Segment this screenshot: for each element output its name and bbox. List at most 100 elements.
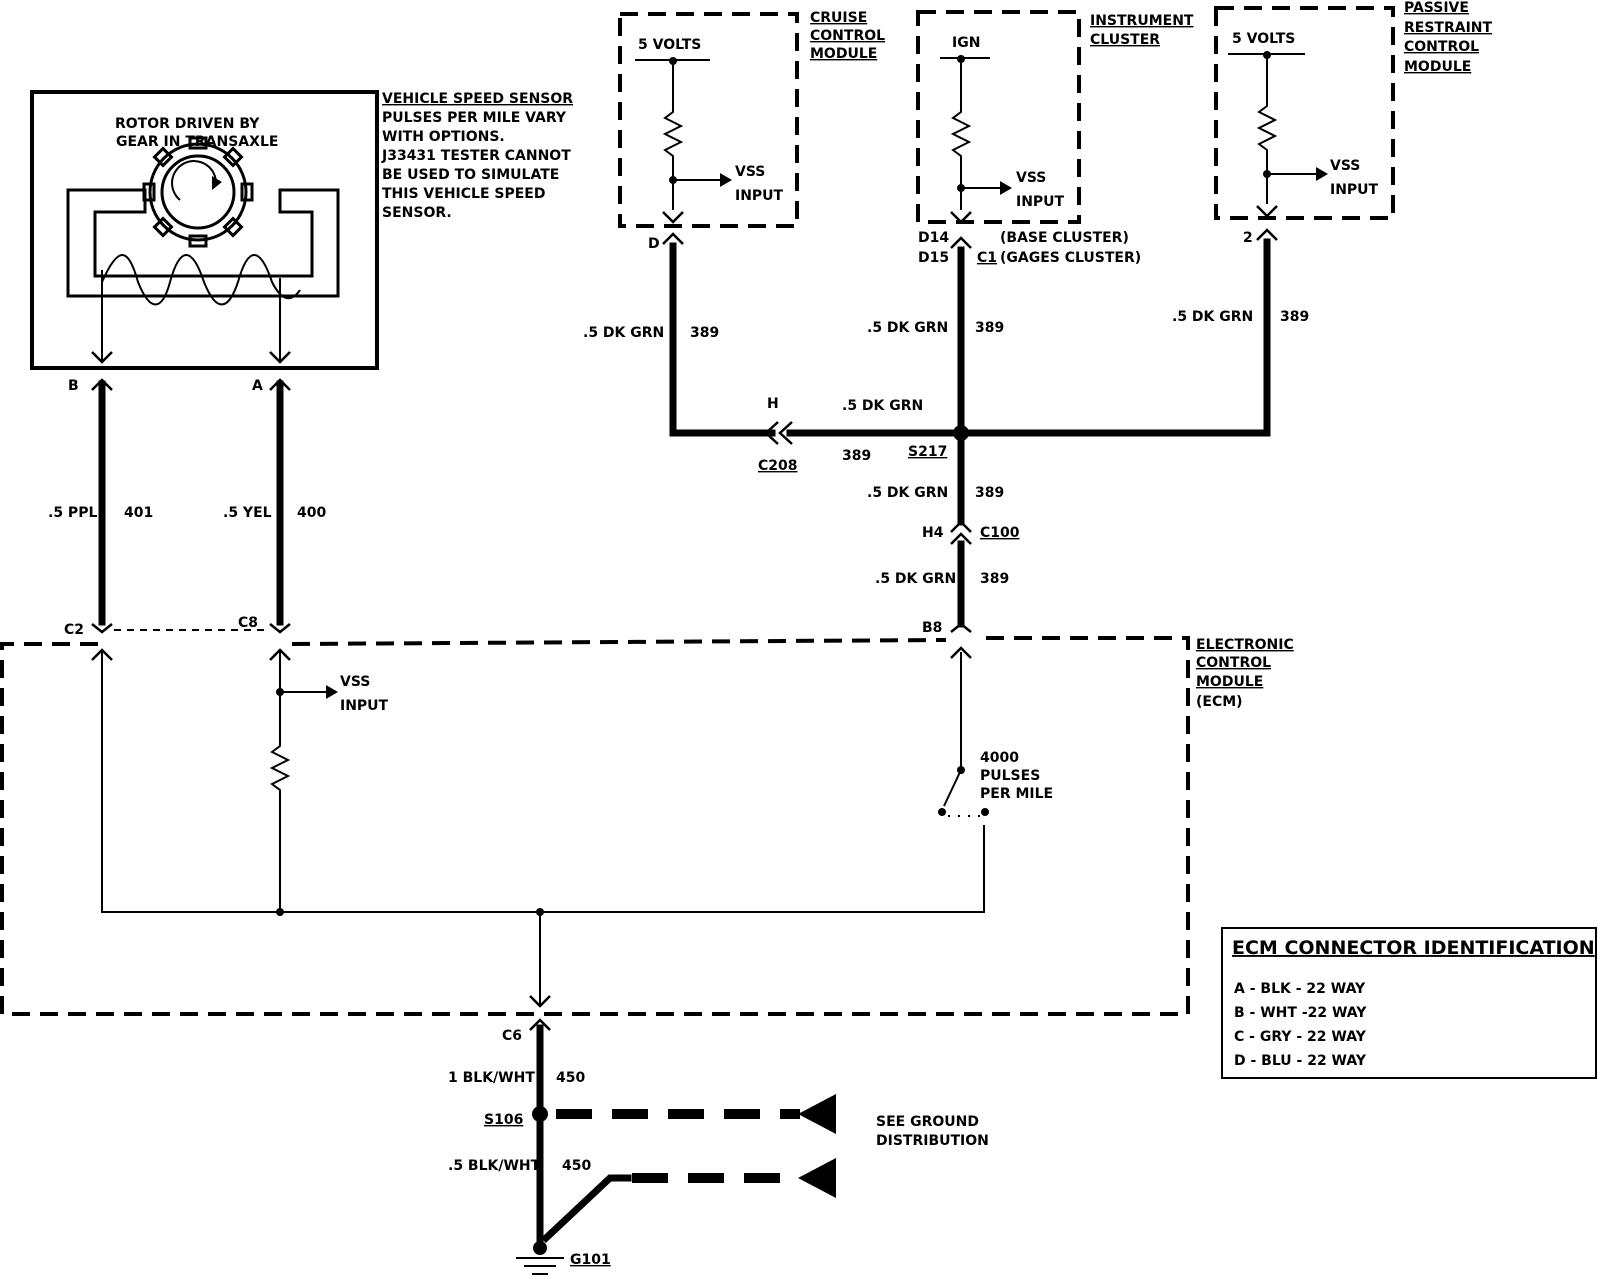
cluster-pin-d15: D15 <box>918 250 949 266</box>
passive-wire-circuit: 389 <box>1280 309 1309 325</box>
cruise-module-title-line-2: CONTROL <box>810 28 885 44</box>
sensor-housing <box>30 90 379 370</box>
c8-plug <box>269 623 291 634</box>
sensor-pin-b-arrow <box>91 351 113 364</box>
cruise-module-title-line-3: MODULE <box>810 46 877 62</box>
cluster-pullup-resistor <box>950 59 972 210</box>
g101-node <box>533 1241 547 1255</box>
cluster-wire-color: .5 DK GRN <box>867 320 948 336</box>
ecm-ground-bus <box>101 652 985 913</box>
sensor-note-line-6: THIS VEHICLE SPEED <box>382 186 545 202</box>
passive-restraint-module: PASSIVE RESTRAINT CONTROL MODULE 5 VOLTS… <box>1214 0 1493 246</box>
passive-title-line-2: RESTRAINT <box>1404 20 1493 36</box>
passive-pullup-resistor <box>1256 55 1278 204</box>
ppl-wire-color: .5 PPL <box>48 505 97 521</box>
passive-pin-socket <box>1256 228 1278 241</box>
c208-label: C208 <box>758 458 798 474</box>
cluster-pin-socket <box>950 236 972 249</box>
s217-down-circuit: 389 <box>975 485 1004 501</box>
c100-label: C100 <box>980 525 1020 541</box>
switch-contact-left <box>938 808 946 816</box>
s217-label: S217 <box>908 444 947 460</box>
h-branch-color: .5 DK GRN <box>842 398 923 414</box>
ecm-vss-arrow <box>326 685 338 699</box>
c2-pin-label: C2 <box>64 622 84 638</box>
cluster-pin-arrow <box>950 211 972 224</box>
sensor-note-line-5: BE USED TO SIMULATE <box>382 167 559 183</box>
ecm-switch-label-3: PER MILE <box>980 786 1053 802</box>
sensor-pin-b-label: B <box>68 378 79 394</box>
ground-note-line-2: DISTRIBUTION <box>876 1133 989 1149</box>
ecm-vss-label-2: INPUT <box>340 698 389 714</box>
ground-wire-1-circuit: 450 <box>556 1070 585 1086</box>
sensor-pin-a-socket <box>269 378 291 391</box>
ground-wire-1-color: 1 BLK/WHT <box>448 1070 535 1086</box>
cluster-pin-d14: D14 <box>918 230 949 246</box>
ecm-load-resistor <box>269 652 291 912</box>
passive-title-line-1: PASSIVE <box>1404 0 1469 16</box>
circuit-389-wiring: H C208 S217 .5 DK GRN 389 .5 DK GRN 389 … <box>583 238 1309 636</box>
ground-dist-arrow-1 <box>798 1094 836 1134</box>
passive-module-boundary <box>1214 6 1395 220</box>
ecm-c2-arrow <box>91 648 113 661</box>
c8-pin-label: C8 <box>238 615 258 631</box>
ecm-module: ELECTRONIC CONTROL MODULE (ECM) VSS INPU… <box>0 636 1294 1016</box>
switch-contact-right <box>981 808 989 816</box>
s217-down-color: .5 DK GRN <box>867 485 948 501</box>
sensor-note-line-2: PULSES PER MILE VARY <box>382 110 567 126</box>
sensor-note-line-7: SENSOR. <box>382 205 452 221</box>
cruise-vss-arrow <box>720 173 732 187</box>
s217-splice <box>953 425 969 441</box>
sensor-pin-a-label: A <box>252 378 263 394</box>
c100-upper <box>950 520 972 533</box>
sensor-note: VEHICLE SPEED SENSOR PULSES PER MILE VAR… <box>381 91 573 221</box>
h-branch-circuit: 389 <box>842 448 871 464</box>
sensor-to-ecm-wiring: .5 PPL 401 .5 YEL 400 C2 C8 <box>48 380 326 638</box>
sensor-core <box>66 188 340 298</box>
ground-wire-2-color: .5 BLK/WHT <box>448 1158 541 1174</box>
c100-pin-h4: H4 <box>922 525 944 541</box>
cluster-title-line-2: CLUSTER <box>1090 32 1160 48</box>
c100-down-color: .5 DK GRN <box>875 571 956 587</box>
legend-item-c: C - GRY - 22 WAY <box>1234 1029 1367 1045</box>
c208-connector-left <box>764 421 779 445</box>
cruise-vss-label-1: VSS <box>735 164 765 180</box>
sensor-note-line-3: WITH OPTIONS. <box>382 129 505 145</box>
ecm-switch-label-1: 4000 <box>980 750 1019 766</box>
sensor-coil <box>101 254 301 306</box>
ecm-c8-arrow <box>269 648 291 661</box>
yel-wire-color: .5 YEL <box>223 505 272 521</box>
cruise-voltage-label: 5 VOLTS <box>638 37 701 53</box>
c208-pin-h: H <box>767 396 779 412</box>
ecm-boundary-main <box>0 636 1190 1016</box>
cruise-module-boundary <box>618 12 799 228</box>
cruise-pin-socket <box>662 232 684 245</box>
ecm-title-line-1: ELECTRONIC <box>1196 637 1294 653</box>
legend-item-a: A - BLK - 22 WAY <box>1234 981 1366 997</box>
c6-pin-label: C6 <box>502 1028 522 1044</box>
b8-pin-label: B8 <box>922 620 942 636</box>
s106-splice <box>532 1106 548 1122</box>
ecm-bus-node-1 <box>276 908 284 916</box>
ecm-b8-arrow <box>950 646 972 659</box>
c100-down-circuit: 389 <box>980 571 1009 587</box>
c6-socket <box>529 1018 551 1031</box>
cluster-wire-circuit: 389 <box>975 320 1004 336</box>
cluster-vss-label-1: VSS <box>1016 170 1046 186</box>
ecm-title-line-4: (ECM) <box>1196 694 1243 710</box>
sensor-pin-b-socket <box>91 378 113 391</box>
b8-socket <box>950 622 972 633</box>
cluster-boundary <box>916 10 1081 224</box>
switch-blade <box>943 769 962 807</box>
cluster-vss-label-2: INPUT <box>1016 194 1065 210</box>
sensor-pin-a-arrow <box>269 351 291 364</box>
ppl-wire-circuit: 401 <box>124 505 153 521</box>
legend-box <box>1221 927 1597 1079</box>
vehicle-speed-sensor: ROTOR DRIVEN BY GEAR IN TRANSAXLE B A <box>30 90 379 394</box>
cluster-pin-note-gages: (GAGES CLUSTER) <box>1000 250 1141 266</box>
passive-pin-label: 2 <box>1243 230 1253 246</box>
passive-vss-arrow <box>1316 167 1328 181</box>
rotor-caption-line-2: GEAR IN TRANSAXLE <box>116 134 278 150</box>
ground-note-line-1: SEE GROUND <box>876 1114 979 1130</box>
passive-title-line-4: MODULE <box>1404 59 1471 75</box>
